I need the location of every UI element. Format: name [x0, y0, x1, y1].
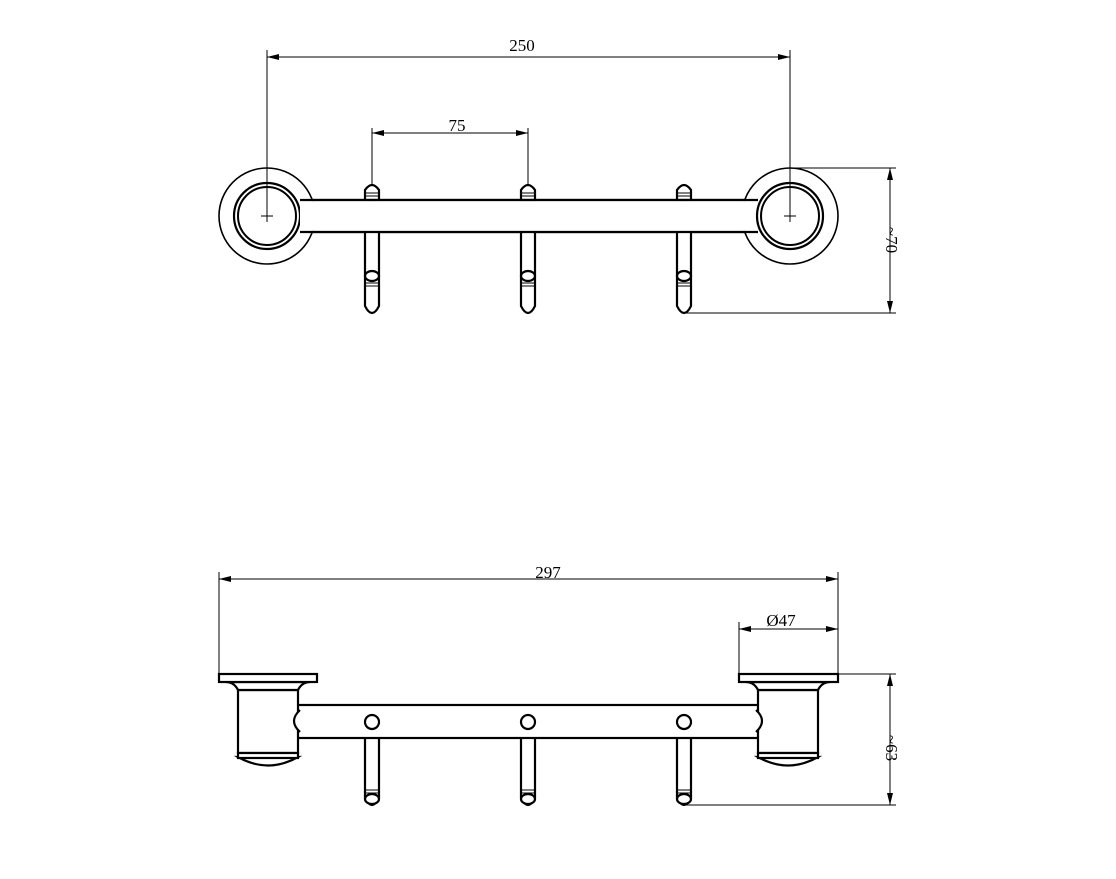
hook-top	[363, 183, 381, 315]
top-view: 250 75 ~70	[218, 36, 901, 315]
dimension-250: 250	[266, 36, 791, 216]
dimension-63: ~63	[684, 673, 901, 806]
screw-hole	[519, 713, 537, 731]
hook-front	[519, 738, 537, 807]
hook-front	[363, 738, 381, 807]
hook-top	[675, 183, 693, 315]
screw-hole	[363, 713, 381, 731]
dimension-label: ~63	[882, 735, 901, 761]
hook-front	[675, 738, 693, 807]
dimension-297: 297	[218, 563, 839, 674]
dimension-70: ~70	[684, 167, 901, 314]
front-view: 297 Ø47 ~63	[217, 563, 901, 807]
dimension-label: 75	[449, 116, 466, 135]
dimension-label: 250	[509, 36, 535, 55]
right-mount-front	[737, 672, 840, 767]
front-holes	[363, 713, 693, 731]
left-mount-front	[217, 672, 319, 767]
dimension-label: 297	[535, 563, 561, 582]
dimension-label: Ø47	[766, 611, 796, 630]
dimension-75: 75	[371, 116, 529, 184]
dimension-label: ~70	[882, 227, 901, 253]
screw-hole	[675, 713, 693, 731]
dimension-diameter-47: Ø47	[738, 611, 838, 674]
front-hooks	[363, 738, 693, 807]
top-hooks	[363, 183, 693, 315]
hook-top	[519, 183, 537, 315]
